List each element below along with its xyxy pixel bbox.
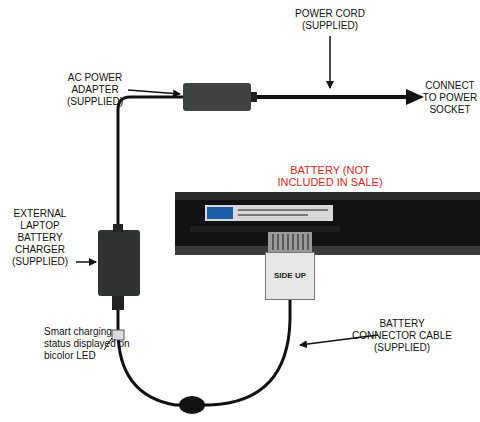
callout-label: BATTERY CONNECTOR CABLE (SUPPLIED) <box>352 318 452 354</box>
dc-cable <box>118 97 183 231</box>
adapter-plug <box>251 92 257 102</box>
battery-pack: BATTERY (NOT INCLUDED IN SALE) <box>175 192 480 255</box>
leader-line <box>329 36 331 88</box>
battery-connector: SIDE UP <box>265 252 315 300</box>
contact-pins <box>273 234 308 250</box>
charger-plug <box>113 224 123 232</box>
callout-label: CONNECT TO POWER SOCKET <box>420 80 480 116</box>
battery-heading: BATTERY (NOT INCLUDED IN SALE) <box>270 164 390 188</box>
battery-contacts <box>268 232 312 252</box>
battery-logo <box>207 207 233 219</box>
note-label: Smart charging status displayed on bicol… <box>44 326 136 362</box>
callout-label: AC POWER ADAPTER (SUPPLIED) <box>60 72 130 108</box>
connector-marking: SIDE UP <box>270 271 310 281</box>
external-charger <box>98 230 140 296</box>
battery-edge <box>175 192 480 200</box>
charger-plug <box>112 296 124 310</box>
battery-ridge <box>190 226 340 232</box>
ferrite-core <box>179 396 205 414</box>
connector-cable <box>118 300 290 405</box>
label-print <box>238 214 308 216</box>
power-cord <box>251 95 408 99</box>
ac-adapter <box>183 83 251 111</box>
battery-edge <box>175 246 480 255</box>
cord-arrowhead <box>406 89 424 105</box>
label-print <box>238 209 328 211</box>
battery-label <box>205 205 333 221</box>
leader-line <box>76 261 96 263</box>
callout-label: POWER CORD (SUPPLIED) <box>285 8 375 32</box>
callout-label: EXTERNAL LAPTOP BATTERY CHARGER (SUPPLIE… <box>8 208 72 268</box>
battery-body <box>175 192 480 255</box>
leader-line <box>128 90 180 94</box>
